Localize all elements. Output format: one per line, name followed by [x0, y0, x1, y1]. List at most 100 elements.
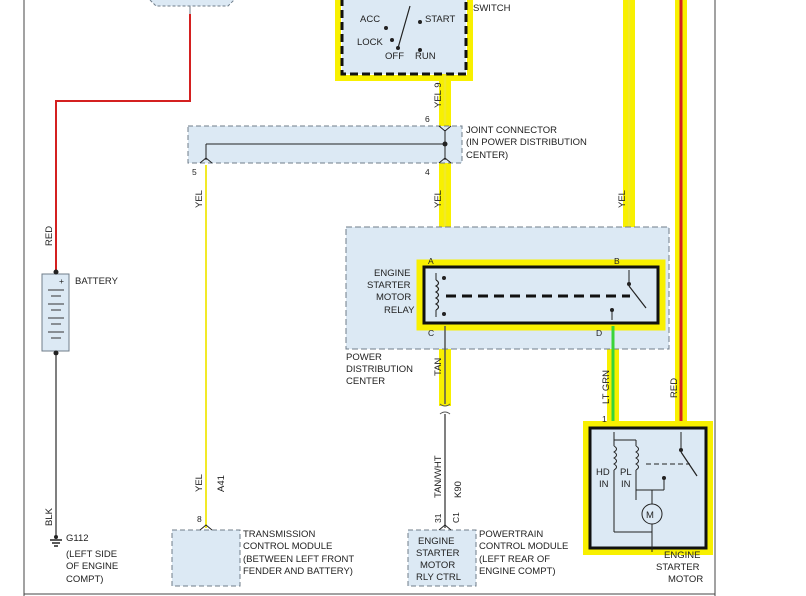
- wire-label-yel-relay-b: YEL: [617, 190, 628, 208]
- tcm-label-1: TRANSMISSION: [243, 529, 315, 540]
- ignition-pos-start: START: [425, 14, 455, 25]
- ignition-switch-blade: [397, 5, 411, 49]
- pcm-inner-1: ENGINE: [418, 536, 454, 547]
- starter-in-2: IN: [621, 479, 631, 490]
- ignition-pos-run: RUN: [415, 51, 436, 62]
- wire-label-ltgrn: LT GRN: [601, 370, 612, 404]
- ground-label-line1: G112: [66, 533, 89, 544]
- relay-coil-dot-bottom: [442, 312, 446, 316]
- joint-connector-pin-6: 6: [425, 114, 430, 124]
- battery-negative-terminal: [53, 350, 59, 356]
- starter-pl: PL: [620, 467, 632, 478]
- battery-symbol: [41, 273, 70, 352]
- ground-label-line4: COMPT): [66, 574, 103, 585]
- ignition-pos-off: OFF: [385, 51, 404, 62]
- relay-coil-dot-top: [442, 276, 446, 280]
- pcm-inner-3: MOTOR: [420, 560, 455, 571]
- pdc-label-1: POWER: [346, 352, 382, 363]
- relay-pin-a: A: [428, 256, 434, 266]
- starter-hd: HD: [596, 467, 610, 478]
- starter-label-3: MOTOR: [668, 574, 703, 585]
- wire-red-battery: [55, 14, 191, 274]
- ground-junction: [54, 535, 58, 539]
- relay-pin-c: C: [428, 328, 434, 338]
- wire-label-yel-relay-a: YEL: [433, 190, 444, 208]
- ignition-switch-title: SWITCH: [473, 3, 511, 14]
- relay-label-2: STARTER: [367, 280, 411, 291]
- joint-splice-dot: [442, 141, 448, 147]
- starter-label-1: ENGINE: [664, 550, 700, 561]
- pdc-label-3: CENTER: [346, 376, 385, 387]
- ground-label-line2: (LEFT SIDE: [66, 549, 117, 560]
- starter-pull-coil: [635, 445, 639, 471]
- wire-label-yel9: YEL 9: [433, 82, 444, 108]
- joint-connector-chevron-right: [438, 157, 452, 164]
- ignition-switch-highlight: [335, 0, 473, 81]
- starter-label-2: STARTER: [656, 562, 700, 573]
- tcm-box: [171, 529, 241, 587]
- wire-label-tan: TAN: [433, 358, 444, 376]
- pcm-label-3: (LEFT REAR OF: [479, 554, 550, 565]
- starter-solenoid-dot-top: [679, 448, 683, 452]
- ground-label-line3: OF ENGINE: [66, 561, 118, 572]
- ignition-contact-acc: [384, 26, 388, 30]
- top-fuse-stub: [149, 0, 235, 7]
- relay-highlight: [416, 259, 666, 331]
- ignition-pos-acc: ACC: [360, 14, 380, 25]
- pcm-inner-4: RLY CTRL: [416, 572, 461, 583]
- tcm-label-2: CONTROL MODULE: [243, 541, 332, 552]
- ignition-pos-lock: LOCK: [357, 37, 384, 48]
- pcm-label-2: CONTROL MODULE: [479, 541, 568, 552]
- joint-connector-label-3: CENTER): [466, 150, 508, 161]
- relay-label-4: RELAY: [384, 305, 415, 316]
- wire-label-blk: BLK: [44, 507, 55, 526]
- pdc-label-2: DISTRIBUTION: [346, 364, 413, 375]
- starter-solenoid-blade: [680, 451, 698, 477]
- starter-motor-letter: M: [646, 510, 654, 521]
- starter-pin-1: 1: [602, 414, 607, 424]
- starter-highlight: [583, 421, 713, 555]
- relay-coil: [434, 279, 440, 311]
- pcm-pin-chevron: [438, 524, 452, 531]
- pcm-label-1: POWERTRAIN: [479, 529, 543, 540]
- pcm-inner-2: STARTER: [416, 548, 460, 559]
- tcm-label-4: FENDER AND BATTERY): [243, 566, 353, 577]
- tcm-label-3: (BETWEEN LEFT FRONT: [243, 554, 354, 565]
- joint-connector-pin-4: 4: [425, 167, 430, 177]
- ignition-contact-run: [418, 48, 422, 52]
- wire-label-a41: A41: [216, 475, 227, 492]
- battery-label: BATTERY: [75, 276, 119, 287]
- relay-pin-d: D: [596, 328, 602, 338]
- starter-hold-coil: [613, 445, 617, 471]
- starter-box: [588, 426, 708, 550]
- ignition-switch-box: [340, 0, 468, 76]
- relay-label-1: ENGINE: [374, 268, 410, 279]
- battery-positive-terminal: [53, 269, 59, 275]
- wire-tan-inline-connector: [439, 403, 451, 415]
- wire-label-k90: K90: [453, 481, 464, 498]
- relay-pin-b: B: [614, 256, 620, 266]
- relay-label-3: MOTOR: [376, 292, 411, 303]
- ignition-contact-lock: [390, 38, 394, 42]
- pcm-pin: 31: [433, 513, 443, 523]
- starter-in-1: IN: [599, 479, 609, 490]
- joint-connector-chevron-left: [199, 157, 213, 164]
- pcm-box: [407, 529, 477, 587]
- wire-label-red-battery: RED: [44, 226, 55, 246]
- wire-label-yel-tcm-top: YEL: [194, 190, 205, 208]
- ignition-contact-start: [418, 20, 422, 24]
- relay-contact-dot-top: [627, 282, 631, 286]
- tcm-pin: 8: [197, 514, 202, 524]
- joint-connector-label-1: JOINT CONNECTOR: [466, 125, 557, 136]
- pcm-connector: C1: [451, 512, 461, 523]
- pcm-label-4: ENGINE COMPT): [479, 566, 556, 577]
- joint-connector-pin-5: 5: [192, 167, 197, 177]
- wire-label-yel-tcm-bottom: YEL: [194, 474, 205, 492]
- joint-connector-chevron-top: [438, 125, 452, 132]
- joint-connector-label-2: (IN POWER DISTRIBUTION: [466, 137, 587, 148]
- tcm-pin-chevron: [199, 524, 213, 531]
- wire-label-red-starter: RED: [669, 378, 680, 398]
- wire-label-tanwht: TAN/WHT: [433, 455, 444, 498]
- battery-plus-sign: +: [59, 276, 64, 286]
